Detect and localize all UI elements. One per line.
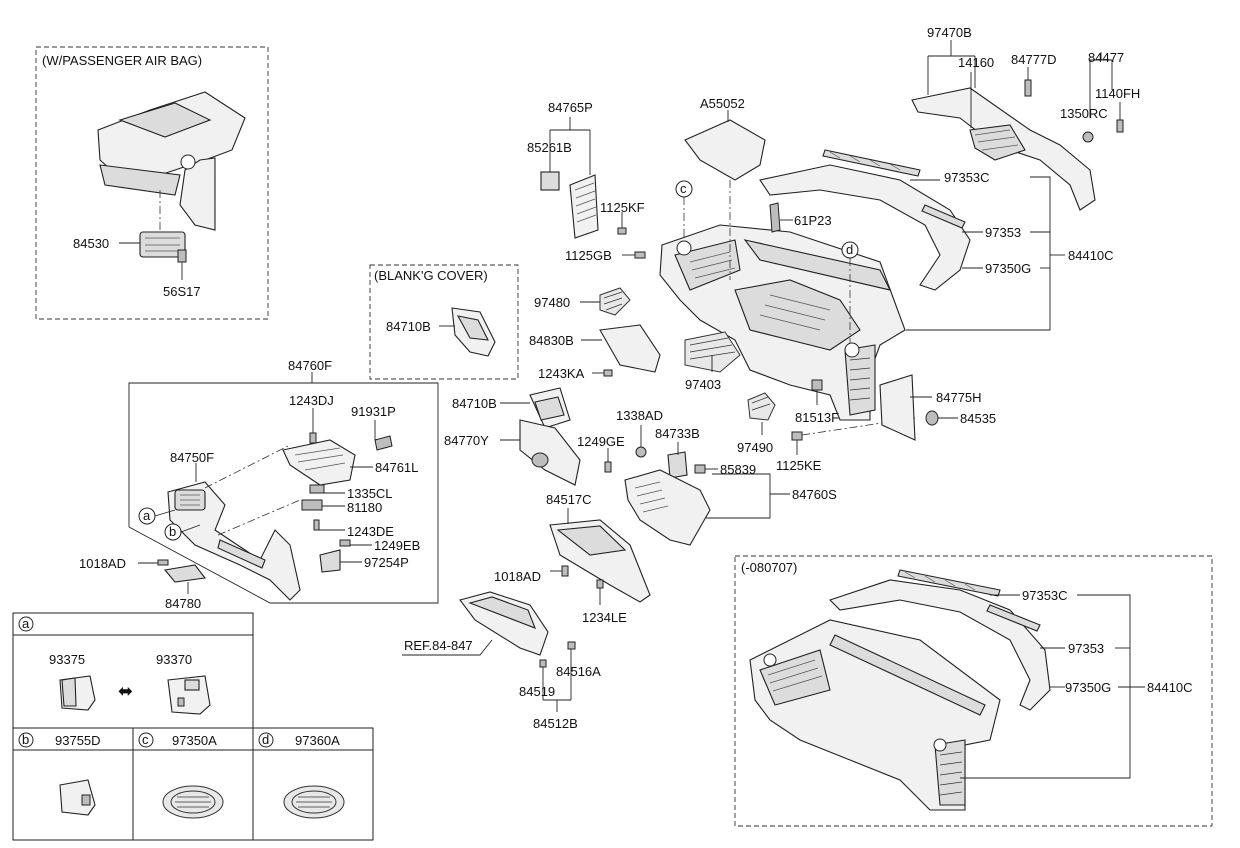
label-84750F: 84750F [170, 450, 214, 465]
legend-d-part: 97360A [295, 733, 340, 748]
label-84760F: 84760F [288, 358, 332, 373]
label-97353C: 97353C [944, 170, 990, 185]
airbag-box-title: (W/PASSENGER AIR BAG) [42, 53, 202, 68]
label-84512B: 84512B [533, 716, 578, 731]
label-1243DE: 1243DE [347, 524, 394, 539]
label-84733B: 84733B [655, 426, 700, 441]
legend-a-part-93375: 93375 [49, 652, 85, 667]
label-97490: 97490 [737, 440, 773, 455]
label-97350G-old: 97350G [1065, 680, 1111, 695]
label-84516A: 84516A [556, 664, 601, 679]
label-84530: 84530 [73, 236, 109, 251]
label-84710B-blank: 84710B [386, 319, 431, 334]
label-97353C-old: 97353C [1022, 588, 1068, 603]
label-97353: 97353 [985, 225, 1021, 240]
label-85839: 85839 [720, 462, 756, 477]
label-85261B: 85261B [527, 140, 572, 155]
label-84477: 84477 [1088, 50, 1124, 65]
label-1243DJ: 1243DJ [289, 393, 334, 408]
center-lower-parts: 84710B 84770Y 1338AD 84733B 1249GE 85839… [402, 387, 837, 731]
label-97350G: 97350G [985, 261, 1031, 276]
legend-a-letter: a [22, 616, 30, 631]
blank-cover-box: (BLANK'G COVER) 84710B [369, 264, 519, 380]
label-1018AD-mid: 1018AD [494, 569, 541, 584]
label-84760S: 84760S [792, 487, 837, 502]
label-97480: 97480 [534, 295, 570, 310]
label-84535: 84535 [960, 411, 996, 426]
legend-c-part: 97350A [172, 733, 217, 748]
airbag-box: (W/PASSENGER AIR BAG) 84530 56S17 [35, 46, 269, 320]
old-version-title: (-080707) [741, 560, 797, 575]
legend-b-part: 93755D [55, 733, 101, 748]
ref-label: REF.84-847 [404, 638, 473, 653]
label-97254P: 97254P [364, 555, 409, 570]
label-1243KA: 1243KA [538, 366, 585, 381]
label-84410C-old: 84410C [1147, 680, 1193, 695]
label-56S17: 56S17 [163, 284, 201, 299]
label-84710B-center: 84710B [452, 396, 497, 411]
label-84761L: 84761L [375, 460, 418, 475]
callout-d: d [846, 242, 853, 257]
legend-table: a 93375 93370 ⬌ b 93755D c 97350A d 9736… [12, 612, 374, 841]
label-1338AD: 1338AD [616, 408, 663, 423]
label-81513F: 81513F [795, 410, 839, 425]
label-91931P: 91931P [351, 404, 396, 419]
label-1249EB: 1249EB [374, 538, 420, 553]
label-81180: 81180 [347, 500, 382, 515]
label-1249GE: 1249GE [577, 434, 625, 449]
old-version-box: (-080707) 97353C 97353 97350G 84410C [734, 555, 1213, 827]
label-97353-old: 97353 [1068, 641, 1104, 656]
label-84770Y: 84770Y [444, 433, 489, 448]
label-A55052: A55052 [700, 96, 745, 111]
label-84519: 84519 [519, 684, 555, 699]
label-1234LE: 1234LE [582, 610, 627, 625]
blank-cover-title: (BLANK'G COVER) [374, 268, 488, 283]
label-84517C: 84517C [546, 492, 592, 507]
label-14160: 14160 [958, 55, 994, 70]
legend-d-letter: d [262, 732, 269, 747]
label-84410C: 84410C [1068, 248, 1114, 263]
callout-b: b [169, 524, 176, 539]
label-1018AD-left: 1018AD [79, 556, 126, 571]
label-84830B: 84830B [529, 333, 574, 348]
swap-arrow-icon: ⬌ [118, 681, 133, 701]
label-84775H: 84775H [936, 390, 982, 405]
crash-pad-box: 84760F 1243DJ 91931P 84750F [79, 358, 439, 611]
label-84780: 84780 [165, 596, 201, 611]
label-1125GB: 1125GB [565, 248, 612, 263]
label-97403: 97403 [685, 377, 721, 392]
label-1140FH: 1140FH [1095, 86, 1140, 101]
label-1125KE: 1125KE [776, 458, 822, 473]
main-dashboard: A55052 61P23 84765P 85261B 1125KF 1125GB… [527, 25, 1140, 473]
callout-a: a [143, 508, 151, 523]
legend-c-letter: c [142, 732, 149, 747]
callout-c: c [680, 181, 687, 196]
legend-b-letter: b [22, 732, 29, 747]
label-1335CL: 1335CL [347, 486, 393, 501]
legend-a-part-93370: 93370 [156, 652, 192, 667]
label-84765P: 84765P [548, 100, 593, 115]
label-84777D: 84777D [1011, 52, 1057, 67]
label-61P23: 61P23 [794, 213, 832, 228]
label-1350RC: 1350RC [1060, 106, 1108, 121]
label-1125KF: 1125KF [600, 200, 645, 215]
label-97470B: 97470B [927, 25, 972, 40]
